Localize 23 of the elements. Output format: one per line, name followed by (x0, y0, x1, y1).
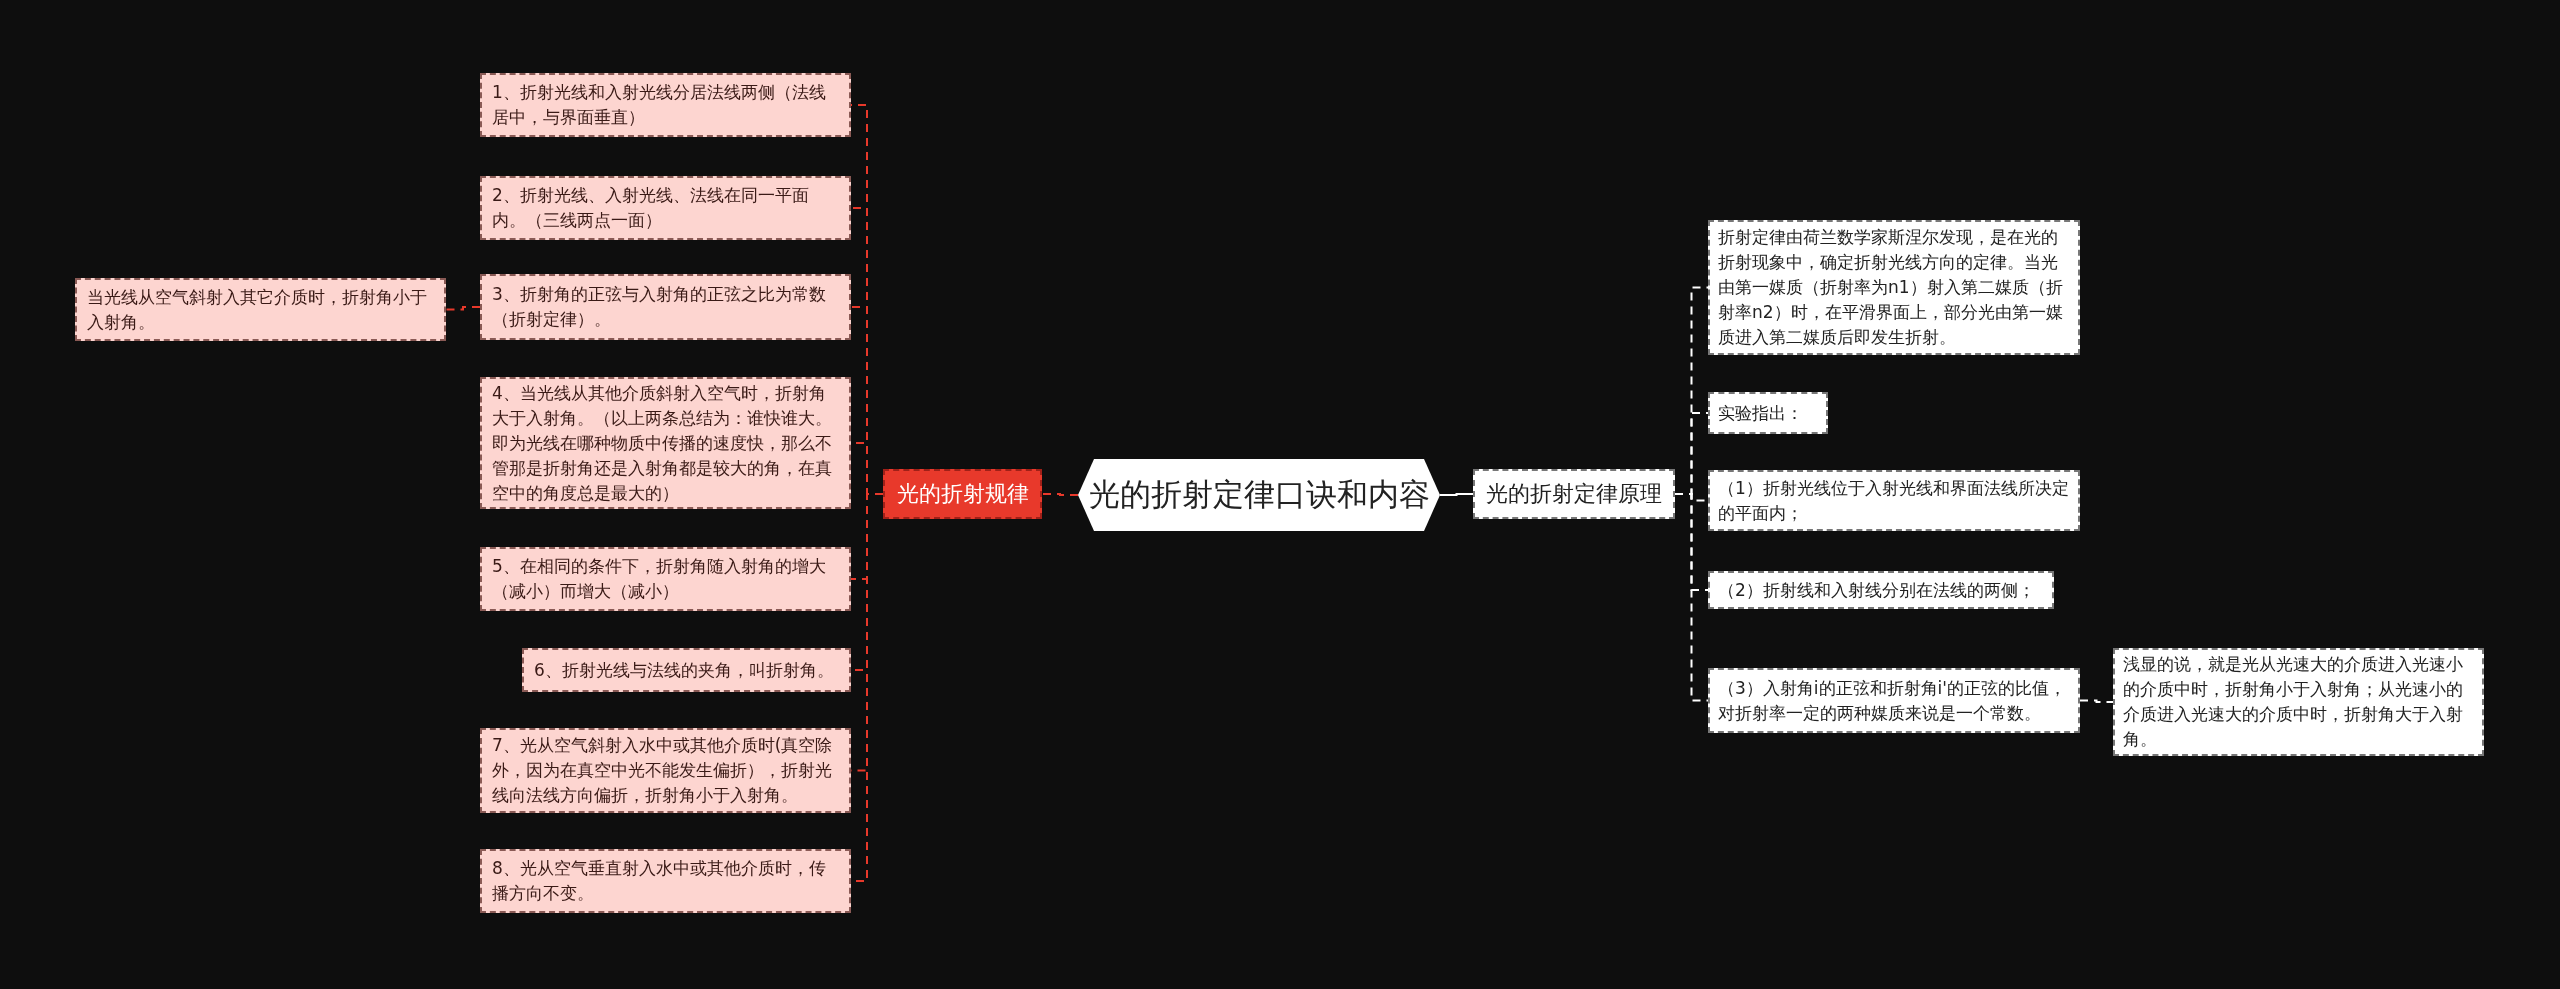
branch-box: 光的折射定律原理 (1473, 469, 1675, 519)
note-box: 实验指出： (1708, 392, 1828, 434)
connector-line (1041, 493, 1079, 496)
note-box: 8、光从空气垂直射入水中或其他介质时，传播方向不变。 (480, 849, 851, 913)
note-box: （3）入射角i的正弦和折射角i'的正弦的比值，对折射率一定的两种媒质来说是一个常数。 (1708, 668, 2080, 733)
connector-line (2079, 699, 2114, 703)
note-box: 5、在相同的条件下，折射角随入射角的增大（减小）而增大（减小） (480, 547, 851, 611)
note-box: （2）折射线和入射线分别在法线的两侧； (1708, 571, 2054, 609)
note-box: 6、折射光线与法线的夹角，叫折射角。 (522, 648, 851, 692)
note-box: 1、折射光线和入射光线分居法线两侧（法线居中，与界面垂直） (480, 73, 851, 137)
note-box: （1）折射光线位于入射光线和界面法线所决定的平面内； (1708, 470, 2080, 531)
note-box: 2、折射光线、入射光线、法线在同一平面内。（三线两点一面） (480, 176, 851, 240)
note-box: 浅显的说，就是光从光速大的介质进入光速小的介质中时，折射角小于入射角；从光速小的介质进入光速大的介质中时，折射角大于入射角。 (2113, 648, 2484, 756)
note-box: 当光线从空气斜射入其它介质时，折射角小于入射角。 (75, 278, 446, 341)
note-box: 3、折射角的正弦与入射角的正弦之比为常数（折射定律）。 (480, 274, 851, 340)
connector-line (1674, 493, 1709, 702)
note-box: 7、光从空气斜射入水中或其他介质时(真空除外，因为在真空中光不能发生偏折），折射光线向法线方向偏折，折射角小于入射角。 (480, 728, 851, 813)
title-hexagon: 光的折射定律口诀和内容 (1078, 459, 1440, 531)
connector-line (445, 306, 481, 311)
connector-line (1439, 493, 1474, 496)
branch-box: 光的折射规律 (883, 469, 1042, 519)
note-box: 折射定律由荷兰数学家斯涅尔发现，是在光的折射现象中，确定折射光线方向的定律。当光由第一媒质（折射率为n1）射入第二媒质（折射率n2）时，在平滑界面上，部分光由第一媒质进入第二媒质后即发生折射。 (1708, 220, 2080, 355)
note-box: 4、当光线从其他介质斜射入空气时，折射角大于入射角。（以上两条总结为：谁快谁大。即为光线在哪种物质中传播的速度快，那么不管那是折射角还是入射角都是较大的角，在真空中的角度总是最大的） (480, 377, 851, 509)
